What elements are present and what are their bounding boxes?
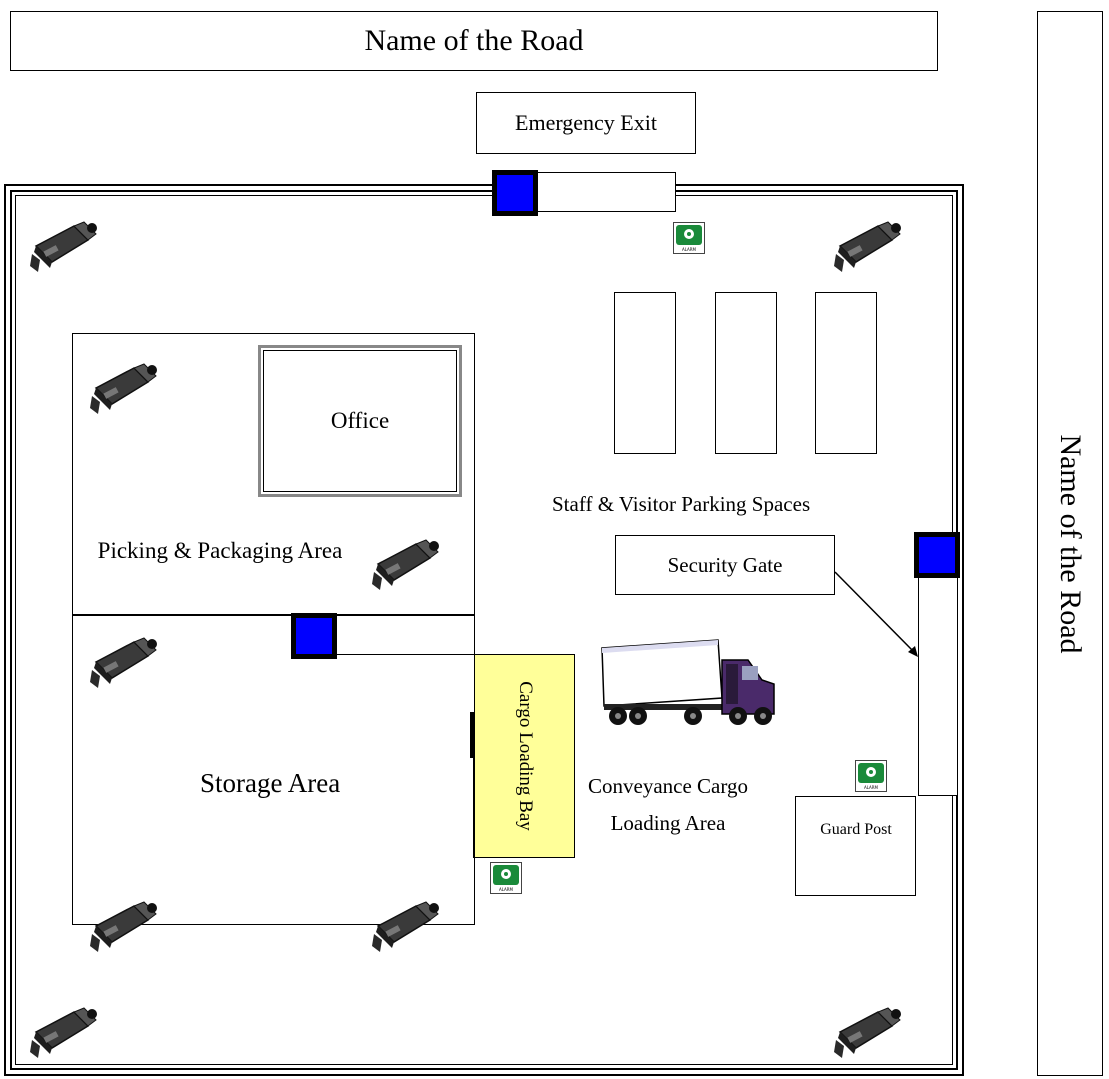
road-right: Name of the Road bbox=[1037, 11, 1103, 1076]
camera-icon bbox=[90, 901, 158, 953]
camera-icon bbox=[90, 637, 158, 689]
camera-icon bbox=[834, 1007, 902, 1059]
right-gate-marker bbox=[914, 532, 960, 578]
arrow-icon bbox=[834, 571, 918, 657]
camera-icon bbox=[30, 221, 98, 273]
guard-post: Guard Post bbox=[795, 796, 916, 896]
security-gate-box: Security Gate bbox=[615, 535, 835, 595]
top-gate bbox=[516, 172, 676, 212]
camera-icon bbox=[372, 539, 440, 591]
internal-gate-marker bbox=[291, 613, 337, 659]
parking-label: Staff & Visitor Parking Spaces bbox=[552, 492, 811, 516]
emergency-exit-box: Emergency Exit bbox=[476, 92, 696, 154]
picking-packaging-label: Picking & Packaging Area bbox=[97, 538, 343, 563]
road-top-label: Name of the Road bbox=[364, 24, 584, 57]
conveyance-label: Conveyance Cargo Loading Area bbox=[588, 774, 748, 835]
cargo-loading-bay: Cargo Loading Bay bbox=[474, 654, 575, 858]
alarm-icon: ALARM bbox=[490, 862, 522, 894]
passage-line bbox=[330, 654, 475, 655]
road-top: Name of the Road bbox=[10, 11, 938, 71]
camera-icon bbox=[834, 221, 902, 273]
camera-icon bbox=[372, 901, 440, 953]
parking-space-3 bbox=[815, 292, 877, 454]
emergency-exit-label: Emergency Exit bbox=[515, 110, 657, 135]
cargo-loading-bay-label: Cargo Loading Bay bbox=[514, 681, 536, 831]
top-gate-marker bbox=[492, 170, 538, 216]
camera-icon bbox=[90, 363, 158, 415]
office-label: Office bbox=[330, 408, 390, 433]
security-gate-label: Security Gate bbox=[667, 552, 783, 577]
alarm-icon: ALARM bbox=[673, 222, 705, 254]
alarm-icon: ALARM bbox=[855, 760, 887, 792]
storage-label: Storage Area bbox=[200, 768, 341, 798]
office-box: Office bbox=[258, 345, 462, 497]
road-right-label: Name of the Road bbox=[1054, 433, 1087, 654]
truck-icon bbox=[601, 639, 775, 725]
parking-space-2 bbox=[715, 292, 777, 454]
camera-icon bbox=[30, 1007, 98, 1059]
guard-post-label: Guard Post bbox=[820, 821, 892, 838]
storage-building bbox=[72, 615, 475, 925]
parking-space-1 bbox=[614, 292, 676, 454]
